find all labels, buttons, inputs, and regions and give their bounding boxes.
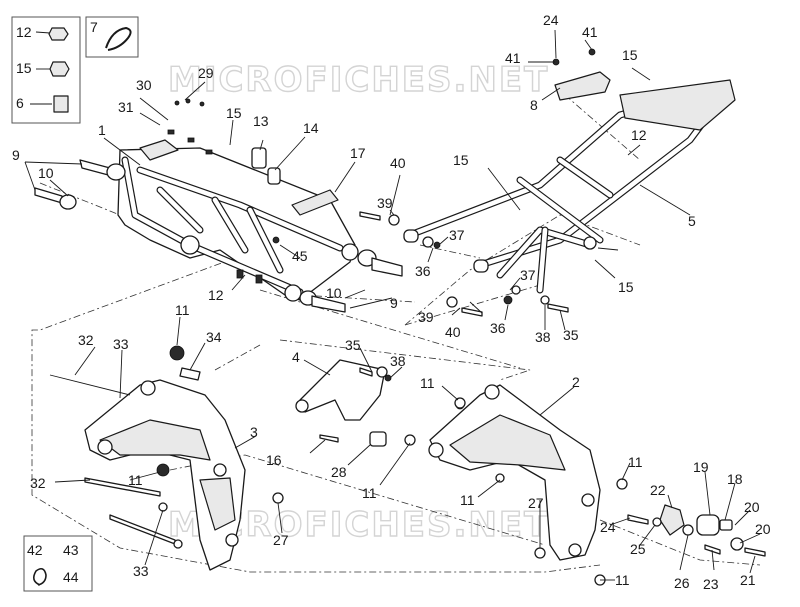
- callout-19: 19: [693, 459, 709, 475]
- legend-label-44: 44: [63, 569, 79, 585]
- callout-24: 24: [543, 12, 559, 28]
- callout-36: 36: [490, 320, 506, 336]
- callout-1: 1: [98, 122, 106, 138]
- callout-45: 45: [292, 248, 308, 264]
- rear-mount-hardware: [158, 397, 766, 586]
- callout-2: 2: [572, 374, 580, 390]
- callout-29: 29: [198, 65, 214, 81]
- callout-12: 12: [208, 287, 224, 303]
- legend-label-42: 42: [27, 542, 43, 558]
- callout-20: 20: [744, 499, 760, 515]
- cable-tie-icon: [105, 26, 132, 51]
- callout-11: 11: [615, 572, 630, 588]
- callout-26: 26: [674, 575, 690, 591]
- callout-13: 13: [253, 113, 269, 129]
- callout-40: 40: [445, 324, 461, 340]
- callout-31: 31: [118, 99, 134, 115]
- legend-label-12: 12: [16, 24, 32, 40]
- callout-33: 33: [133, 563, 149, 579]
- clip-nut-icon: [49, 61, 70, 77]
- legend-label-6: 6: [16, 95, 24, 111]
- callout-34: 34: [206, 329, 222, 345]
- callout-4: 4: [292, 349, 300, 365]
- callout-10: 10: [38, 165, 54, 181]
- callout-39: 39: [418, 309, 434, 325]
- callout-9: 9: [390, 295, 398, 311]
- callout-14: 14: [303, 120, 319, 136]
- clip-nut-icon: [48, 27, 69, 41]
- clip-plate-icon: [53, 95, 69, 113]
- callout-11: 11: [362, 485, 377, 501]
- callout-27: 27: [528, 495, 544, 511]
- callout-3: 3: [250, 424, 258, 440]
- spring-clip-icon: [32, 567, 47, 586]
- legend-label-15: 15: [16, 60, 32, 76]
- callout-35: 35: [563, 327, 579, 343]
- callout-5: 5: [688, 213, 696, 229]
- callout-41: 41: [582, 24, 598, 40]
- callout-16: 16: [266, 452, 282, 468]
- callout-20: 20: [755, 521, 771, 537]
- callout-9: 9: [12, 147, 20, 163]
- callout-11: 11: [460, 492, 475, 508]
- callout-leaders: [24, 29, 761, 581]
- callout-15: 15: [622, 47, 638, 63]
- callout-36: 36: [415, 263, 431, 279]
- callout-38: 38: [535, 329, 551, 345]
- watermark-top: MICROFICHES.NET: [168, 60, 549, 100]
- bracket-part-17: [291, 189, 339, 216]
- callout-22: 22: [650, 482, 666, 498]
- callout-17: 17: [350, 145, 366, 161]
- callout-40: 40: [390, 155, 406, 171]
- callout-11: 11: [175, 302, 190, 318]
- callout-32: 32: [30, 475, 46, 491]
- engine-mount-plate-part-3: [49, 345, 246, 571]
- legend-box-spring-clip: 42 43 44: [23, 535, 93, 592]
- callout-37: 37: [520, 267, 536, 283]
- legend-box-cable-tie: 7: [85, 16, 139, 58]
- cross-bracket-part-4: [295, 359, 392, 447]
- callout-11: 11: [128, 472, 143, 488]
- callout-41: 41: [505, 50, 521, 66]
- bracket-part-8: [552, 48, 611, 101]
- callout-23: 23: [703, 576, 719, 592]
- callout-11: 11: [420, 375, 435, 391]
- callout-33: 33: [113, 336, 129, 352]
- callout-12: 12: [631, 127, 647, 143]
- callout-27: 27: [273, 532, 289, 548]
- legend-label-43: 43: [63, 542, 79, 558]
- callout-25: 25: [630, 541, 646, 557]
- callout-32: 32: [78, 332, 94, 348]
- engine-mount-plate-part-2: [428, 384, 601, 561]
- callout-15: 15: [226, 105, 242, 121]
- rear-subframe-part-5: [403, 79, 736, 294]
- callout-37: 37: [449, 227, 465, 243]
- callout-39: 39: [377, 195, 393, 211]
- callout-30: 30: [136, 77, 152, 93]
- callout-24: 24: [600, 519, 616, 535]
- callout-35: 35: [345, 337, 361, 353]
- legend-box-clips: 12 15 6: [11, 16, 81, 124]
- callout-15: 15: [618, 279, 634, 295]
- frame-bolts-and-spacers: [34, 98, 569, 317]
- callout-10: 10: [326, 285, 342, 301]
- callout-11: 11: [628, 454, 643, 470]
- legend-label-7: 7: [90, 19, 98, 35]
- callout-18: 18: [727, 471, 743, 487]
- callout-15: 15: [453, 152, 469, 168]
- callout-21: 21: [740, 572, 756, 588]
- callout-8: 8: [530, 97, 538, 113]
- callout-38: 38: [390, 353, 406, 369]
- callout-28: 28: [331, 464, 347, 480]
